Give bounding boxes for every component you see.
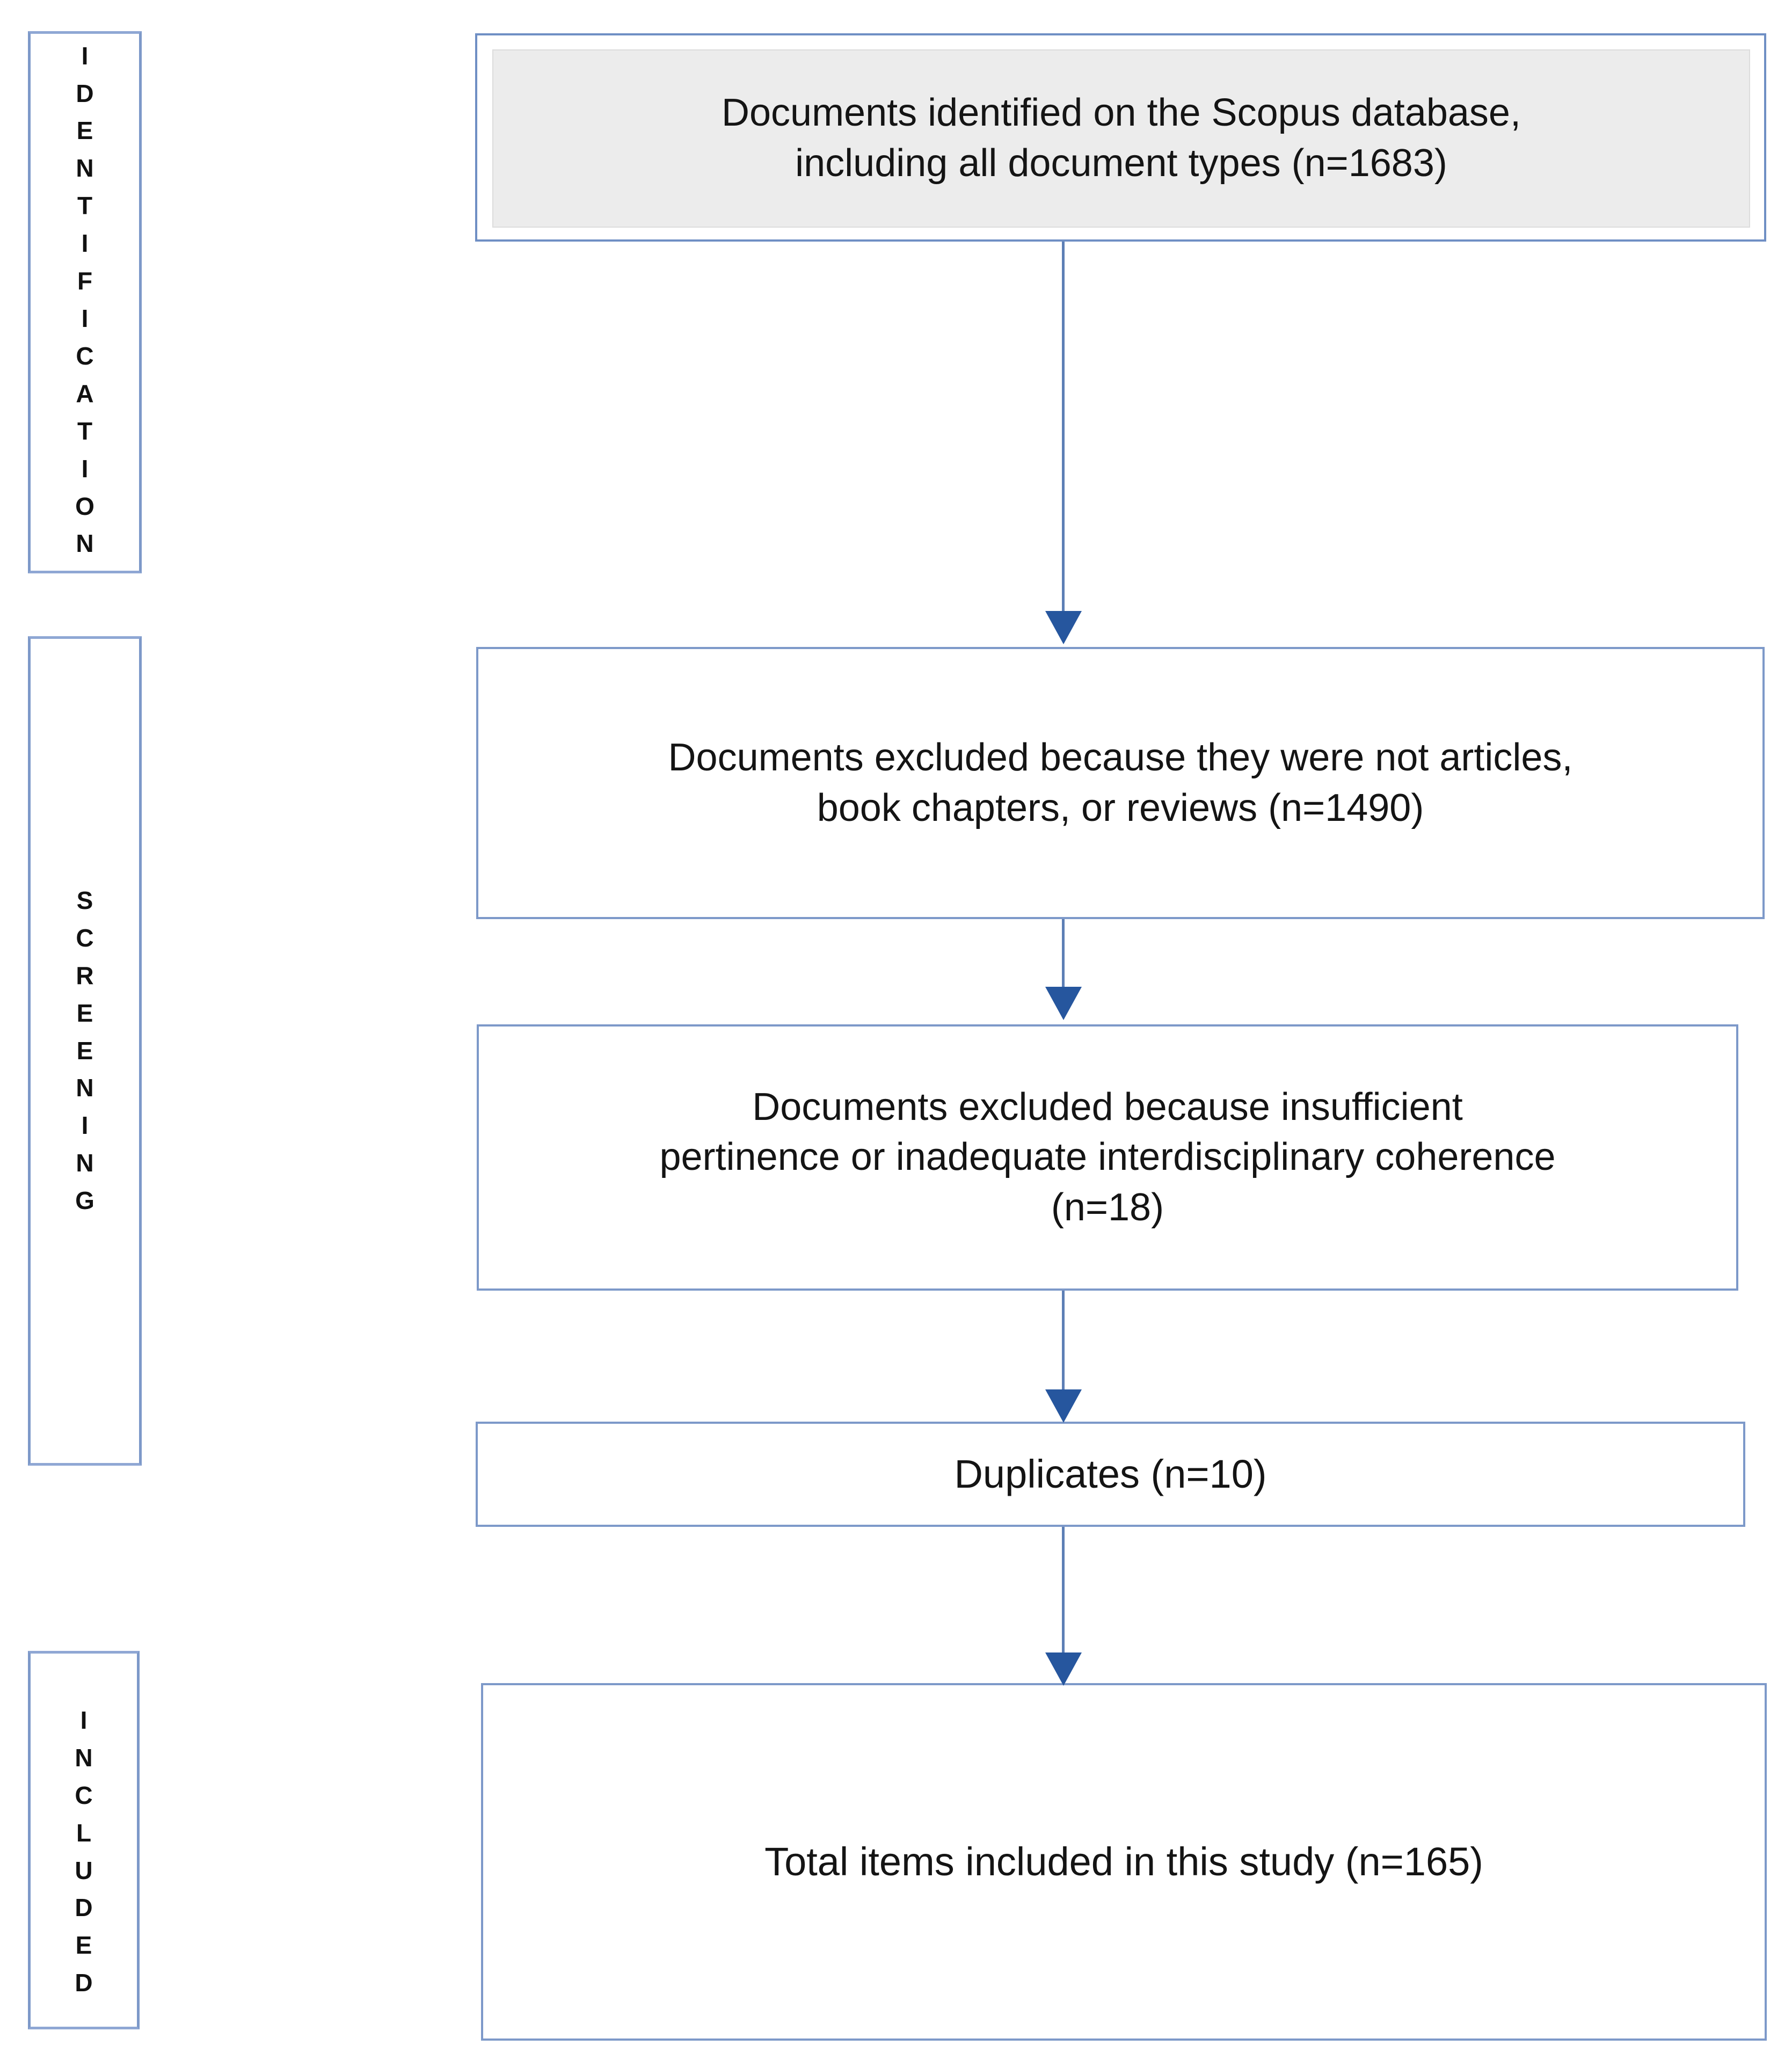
stage-letter: T (77, 192, 93, 220)
node-documents-identified-text: Documents identified on the Scopus datab… (722, 91, 1521, 185)
node-documents-excluded-type: Documents excluded because they were not… (476, 647, 1765, 919)
stage-letter: N (76, 1149, 94, 1177)
stage-letter: D (75, 1969, 93, 1997)
stage-letter: N (75, 1743, 93, 1772)
stage-letter: G (75, 1186, 94, 1215)
node-total-items-included-text: Total items included in this study (n=16… (764, 1839, 1483, 1884)
stage-letter: S (76, 886, 93, 914)
arrow-down-icon (1045, 987, 1082, 1020)
stage-letter: C (76, 923, 94, 952)
stage-letter: C (76, 341, 94, 370)
stage-label-screening: S C R E E N I N G (28, 636, 142, 1466)
connector-line-1 (1062, 242, 1065, 617)
stage-label-included: I N C L U D E D (28, 1651, 140, 2029)
node-documents-excluded-scope: Documents excluded because insufficient … (477, 1024, 1738, 1291)
stage-letter: I (81, 229, 89, 258)
stage-letter: A (76, 379, 94, 407)
stage-letter: T (77, 417, 93, 445)
stage-letter: D (76, 79, 94, 107)
node-documents-excluded-type-text: Documents excluded because they were not… (668, 736, 1573, 829)
stage-label-identification-letters: I D E N T I F I C A T I O N (75, 38, 94, 563)
arrow-down-icon (1045, 1389, 1082, 1423)
node-documents-excluded-scope-text: Documents excluded because insufficient … (659, 1085, 1556, 1229)
stage-letter: E (76, 999, 93, 1027)
stage-letter: I (81, 1111, 89, 1140)
stage-letter: L (76, 1818, 92, 1847)
connector-line-4 (1062, 1527, 1065, 1656)
node-duplicates-text: Duplicates (n=10) (954, 1451, 1267, 1496)
connector-line-2 (1062, 919, 1065, 989)
stage-letter: E (75, 1931, 92, 1960)
stage-letter: C (75, 1781, 93, 1809)
stage-letter: I (81, 304, 89, 332)
stage-letter: E (76, 117, 93, 145)
stage-letter: D (75, 1894, 93, 1922)
arrow-down-icon (1045, 1652, 1082, 1686)
node-documents-identified: Documents identified on the Scopus datab… (475, 33, 1766, 242)
stage-letter: E (76, 1036, 93, 1065)
arrow-down-icon (1045, 611, 1082, 644)
connector-line-3 (1062, 1291, 1065, 1393)
stage-letter: N (76, 1074, 94, 1102)
stage-letter: O (75, 492, 94, 520)
stage-letter: U (75, 1856, 93, 1884)
node-total-items-included: Total items included in this study (n=16… (481, 1683, 1767, 2041)
node-duplicates: Duplicates (n=10) (476, 1422, 1745, 1527)
stage-letter: I (80, 1706, 88, 1734)
stage-label-included-letters: I N C L U D E D (75, 1702, 92, 2002)
node-inner-panel: Documents identified on the Scopus datab… (492, 49, 1750, 228)
stage-letter: I (81, 454, 89, 483)
stage-letter: F (77, 267, 93, 295)
stage-letter: I (81, 41, 89, 70)
stage-letter: N (76, 529, 94, 558)
stage-label-identification: I D E N T I F I C A T I O N (28, 31, 142, 573)
stage-letter: R (76, 961, 94, 989)
stage-label-screening-letters: S C R E E N I N G (75, 882, 94, 1220)
stage-letter: N (76, 154, 94, 183)
